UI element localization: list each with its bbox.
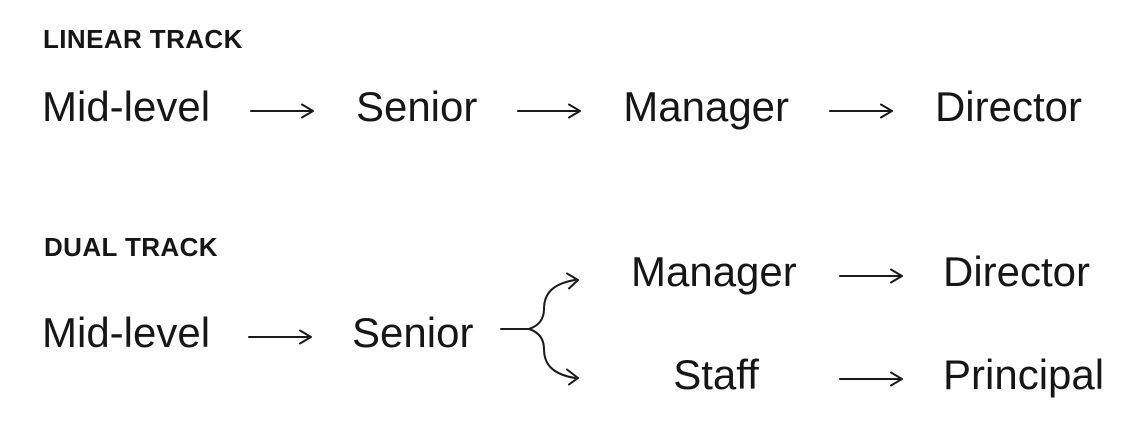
ic-branch-row: Staff Principal [631, 351, 1105, 398]
branch-fork-icon [500, 272, 579, 386]
node-senior: Senior [355, 83, 478, 130]
node-mid-level: Mid-level [42, 309, 211, 356]
linear-track-row: Mid-level Senior Manager Director [42, 83, 1082, 130]
right-arrow-icon [839, 371, 903, 387]
node-principal: Principal [943, 351, 1105, 398]
management-branch-row: Manager Director [631, 248, 1091, 295]
node-manager: Manager [631, 248, 797, 295]
right-arrow-icon [839, 268, 903, 284]
right-arrow-icon [828, 103, 893, 119]
node-mid-level: Mid-level [42, 83, 211, 130]
node-senior: Senior [352, 309, 474, 356]
linear-track-heading: LINEAR TRACK [43, 24, 243, 54]
node-staff: Staff [673, 351, 759, 398]
dual-track-heading: DUAL TRACK [44, 232, 218, 262]
dual-track-stem-row: Mid-level Senior [42, 309, 474, 356]
right-arrow-icon [517, 103, 582, 119]
right-arrow-icon [248, 329, 313, 345]
node-director: Director [943, 248, 1091, 295]
node-manager: Manager [623, 83, 790, 130]
right-arrow-icon [250, 103, 314, 119]
node-director: Director [934, 83, 1082, 130]
